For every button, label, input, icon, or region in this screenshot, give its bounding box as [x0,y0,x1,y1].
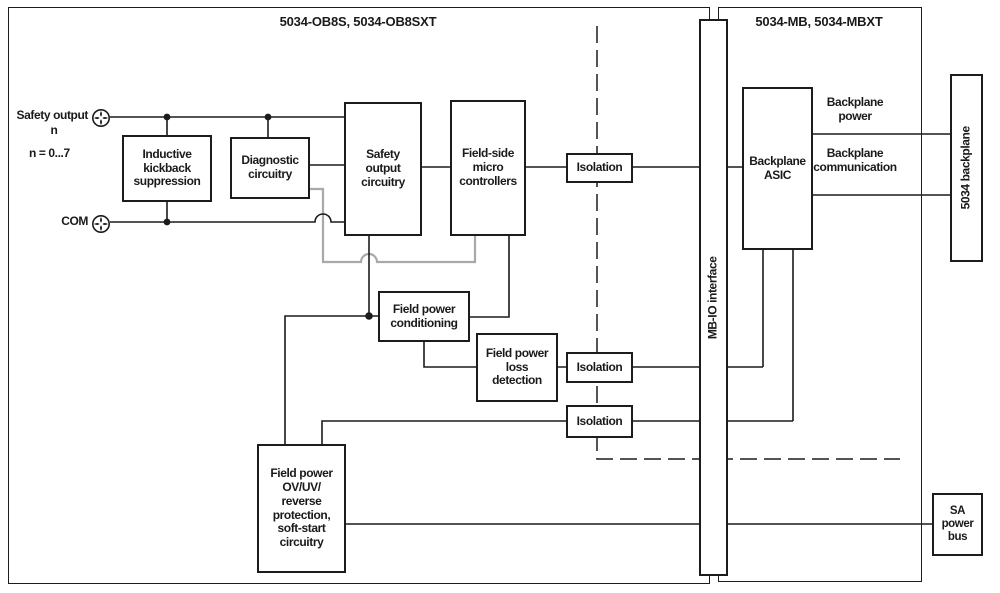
screw-terminal-icon [92,109,110,127]
backplane-5034-label: 5034 backplane [958,126,973,210]
left-stub-connectors [166,117,344,222]
sa-power-bus-block: SA power bus [932,493,983,556]
safety-output-sub-label: n [50,123,58,137]
diagnostic-sense-gray-line [310,187,477,264]
field-side-micro-block: Field-side micro controllers [450,100,526,236]
screw-terminal-icon [92,215,110,233]
channel-range-label: n = 0...7 [29,146,70,160]
diagnostic-circuitry-block: Diagnostic circuitry [230,137,310,199]
right-module-title: 5034-MB, 5034-MBXT [755,14,883,29]
mb-io-interface-bar: MB-IO interface [699,19,728,576]
mb-io-interface-label: MB-IO interface [705,256,720,339]
backplane-asic-block: Backplane ASIC [742,87,813,250]
junction-dot [163,113,171,121]
com-line [110,213,344,223]
field-power-protection-block: Field power OV/UV/ reverse protection, s… [257,444,346,573]
backplane-5034-bar: 5034 backplane [950,74,983,262]
inductive-kickback-block: Inductive kickback suppression [122,135,212,202]
isolation-mid-block: Isolation [566,352,633,383]
safety-output-circuitry-block: Safety output circuitry [344,102,422,236]
safety-output-label: Safety output [16,108,89,122]
protection-isolation-path [321,250,794,444]
isolation-top-block: Isolation [566,153,633,183]
power-loss-path [423,250,764,368]
backplane-power-comm-lines [813,133,950,196]
junction-dot [264,113,272,121]
junction-dot [163,218,171,226]
backplane-power-label: Backplane power [826,95,884,123]
backplane-communication-label: Backplane communication [813,146,897,174]
conditioning-to-protection-line [284,315,378,444]
isolation-bottom-block: Isolation [566,405,633,438]
com-label: COM [61,214,88,228]
micro-to-conditioning-line [470,236,510,318]
field-power-conditioning-block: Field power conditioning [378,291,470,342]
junction-dot [365,312,373,320]
left-module-title: 5034-OB8S, 5034-OB8SXT [279,14,437,29]
field-power-loss-block: Field power loss detection [476,333,558,402]
